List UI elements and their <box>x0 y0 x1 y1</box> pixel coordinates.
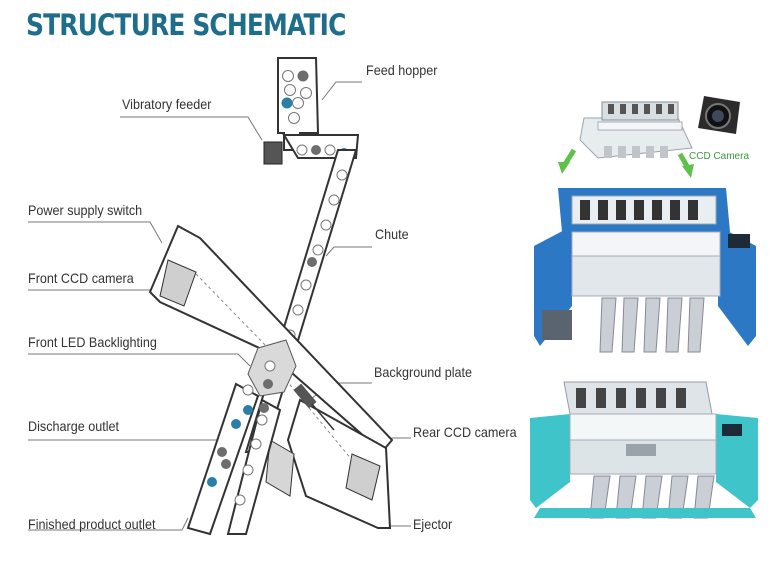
label-feed-hopper: Feed hopper <box>366 62 438 78</box>
background-plate <box>265 439 295 497</box>
diagram-title: STRUCTURE SCHEMATIC <box>26 8 346 42</box>
photo-teal-color-sorter <box>530 378 760 526</box>
finished-product-outlet <box>226 398 282 535</box>
label-discharge-outlet: Discharge outlet <box>28 418 120 434</box>
label-finished-product-outlet: Finished product outlet <box>28 516 156 532</box>
label-ejector: Ejector <box>413 516 453 532</box>
ccd-camera-caption: CCD Camera <box>689 151 750 162</box>
structure-schematic <box>28 57 411 536</box>
ccd-camera-icon <box>698 96 740 134</box>
rear-ccd-camera-housing <box>285 379 392 529</box>
label-front-ccd-camera: Front CCD camera <box>28 270 134 286</box>
front-ccd-camera-housing <box>148 224 394 454</box>
label-front-led-backlighting: Front LED Backlighting <box>28 334 157 350</box>
label-power-supply-switch: Power supply switch <box>28 202 143 218</box>
label-chute: Chute <box>375 226 409 242</box>
detection-zone <box>247 339 297 397</box>
label-rear-ccd-camera: Rear CCD camera <box>413 424 517 440</box>
label-vibratory-feeder: Vibratory feeder <box>122 96 212 112</box>
feed-hopper <box>277 57 320 151</box>
photo-blue-color-sorter <box>532 186 758 356</box>
label-background-plate: Background plate <box>374 364 473 380</box>
discharge-outlet <box>186 382 260 536</box>
photo-sorter-with-ccd-camera <box>558 88 758 180</box>
ejector <box>293 383 335 431</box>
